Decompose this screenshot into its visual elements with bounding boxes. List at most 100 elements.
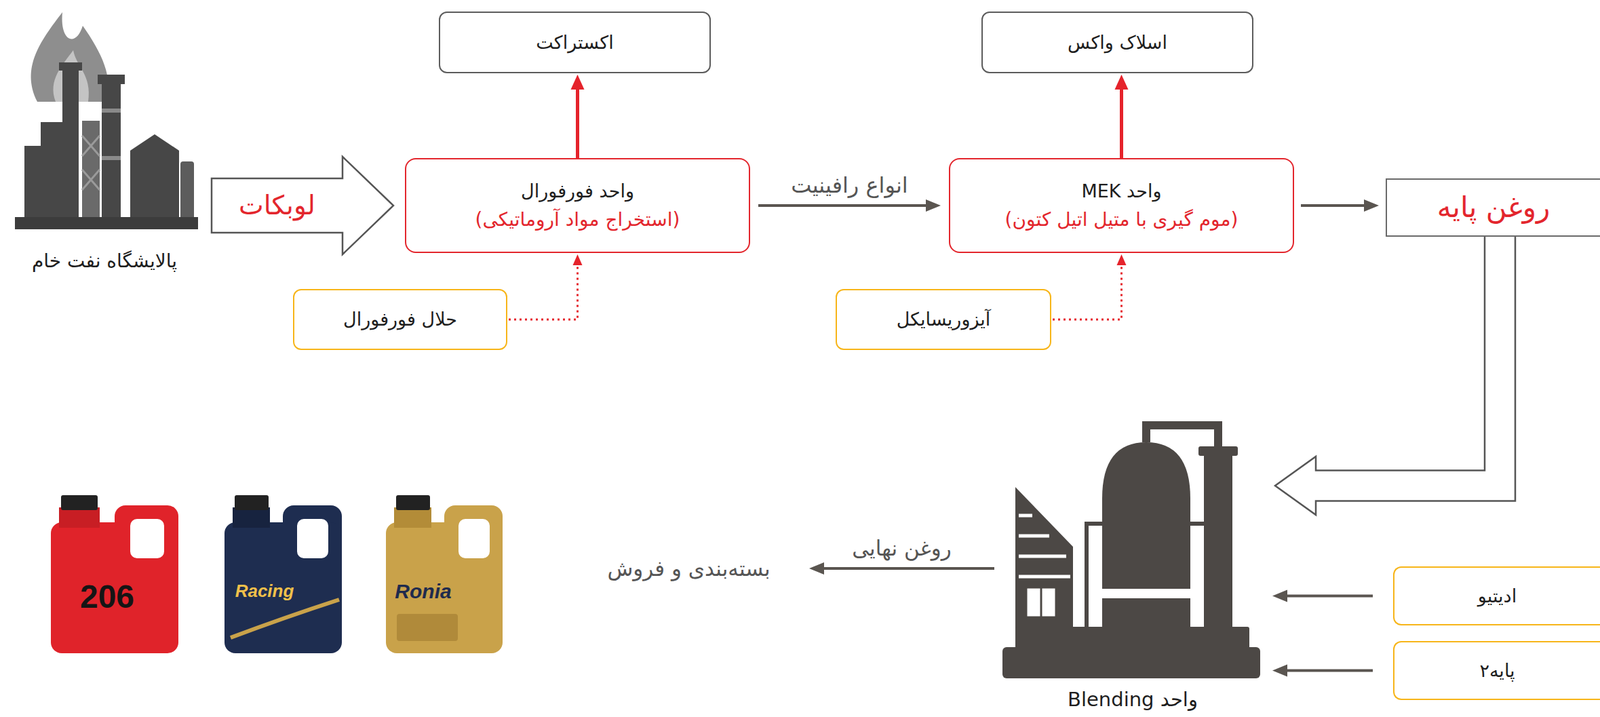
connector-line: [1300, 204, 1369, 207]
chimney: [1203, 453, 1233, 630]
product-box: روغن پایه: [1385, 178, 1600, 237]
hollow-arrow: [211, 156, 394, 255]
connector-line: [508, 261, 578, 320]
output-box: اکستراکت: [438, 11, 711, 74]
connector: [571, 74, 585, 159]
connector-line: [1282, 669, 1373, 673]
arrowhead: [1272, 590, 1288, 603]
node-title: پالایشگاه نفت خام: [31, 248, 178, 273]
chimney: [101, 82, 121, 221]
node-subtitle: (موم گیری با متیل اتیل کتون): [1005, 207, 1239, 232]
blending-unit-node: واحد Blending: [997, 415, 1269, 715]
jug-picture: [396, 613, 458, 641]
jug-cap: [61, 495, 98, 511]
base: [1002, 647, 1261, 679]
hollow-arrow: [1275, 236, 1516, 515]
input-box: آیزوریسایکل: [835, 288, 1052, 350]
node-subtitle: (استخراج مواد آروماتیکی): [475, 207, 681, 232]
connector-line: [1052, 261, 1122, 320]
product-number: 206: [80, 577, 135, 617]
connector-line: [819, 567, 995, 570]
connector: [758, 199, 941, 212]
connector: [1272, 664, 1373, 677]
process-box: واحد فورفورال (استخراج مواد آروماتیکی): [404, 158, 751, 253]
chimney: [62, 67, 79, 221]
chimney-cap: [97, 74, 125, 85]
process-box: واحد MEK (موم گیری با متیل اتیل کتون): [948, 158, 1295, 253]
node-title: بسته‌بندی و فروش: [607, 555, 770, 582]
node-title: اکستراکت: [535, 31, 614, 55]
building: [1015, 486, 1073, 630]
brand-name: Ronia: [394, 579, 452, 604]
connector-line: [1119, 84, 1124, 159]
vessel-band: [1102, 588, 1191, 599]
door-line: [1040, 587, 1043, 618]
node-title: واحد فورفورال: [520, 179, 635, 203]
input-box: حلال فورفورال: [293, 288, 508, 350]
blending-illustration: [1002, 425, 1261, 679]
connector: [809, 562, 995, 575]
node-title: واحد Blending: [1067, 687, 1198, 712]
input-box: پایه۲: [1393, 640, 1600, 700]
chimney-cap: [1198, 446, 1238, 456]
plinth: [1015, 626, 1250, 650]
stairs: [1018, 515, 1071, 577]
jug-neck: [59, 507, 100, 528]
jug-neck: [232, 507, 270, 528]
jug-neck: [394, 507, 432, 528]
node-title: آیزوریسایکل: [896, 307, 991, 331]
jug-hole: [130, 518, 165, 559]
jug-swoosh: [230, 599, 340, 638]
input-box: ادیتیو: [1393, 566, 1600, 626]
node-title: حلال فورفورال: [343, 307, 458, 331]
vessel: [1102, 442, 1191, 630]
connector: [508, 254, 583, 320]
edge-label: لوبکات: [236, 189, 319, 223]
node-title: واحد MEK: [1081, 179, 1162, 203]
connector-line: [1282, 594, 1373, 598]
connector-line: [758, 204, 931, 207]
tower: [82, 120, 100, 221]
node-title: روغن پایه: [1437, 189, 1551, 226]
arrowhead: [1272, 664, 1288, 677]
refinery-building: [130, 134, 180, 221]
jug-hole: [458, 518, 490, 559]
jug-cap: [396, 495, 431, 511]
refinery-building: [24, 122, 63, 221]
edge-label: روغن نهایی: [849, 535, 954, 562]
connector-line: [575, 84, 580, 159]
silo: [180, 161, 194, 221]
arrowhead: [571, 74, 585, 90]
ground: [14, 217, 199, 230]
connector: [211, 156, 394, 255]
arrowhead: [573, 254, 583, 266]
tower-lattice: [82, 135, 100, 190]
door: [1026, 587, 1057, 618]
frame: [1086, 523, 1204, 630]
output-box: اسلاک واکس: [981, 11, 1254, 74]
edge-label: انواع رافینیت: [788, 171, 911, 199]
arrowhead: [809, 562, 825, 575]
arrowhead: [1117, 254, 1127, 266]
node-title: پایه۲: [1479, 659, 1515, 683]
refinery-label-node: پالایشگاه نفت خام: [2, 5, 207, 277]
output-label-node: بسته‌بندی و فروش: [581, 547, 796, 591]
connector: [1275, 236, 1516, 515]
jug-hole: [297, 518, 329, 559]
connector: [1052, 254, 1127, 320]
connector: [1115, 74, 1129, 159]
arrowhead: [1115, 74, 1129, 90]
node-title: ادیتیو: [1477, 584, 1517, 608]
refinery-illustration: [14, 12, 199, 230]
chimney-band: [101, 108, 121, 113]
node-title: اسلاک واکس: [1067, 31, 1168, 55]
chimney-cap: [59, 62, 83, 71]
arrowhead: [1363, 199, 1379, 212]
brand-name: Racing: [235, 580, 295, 602]
chimney-band: [101, 155, 121, 161]
oil-jugs: [50, 495, 503, 654]
